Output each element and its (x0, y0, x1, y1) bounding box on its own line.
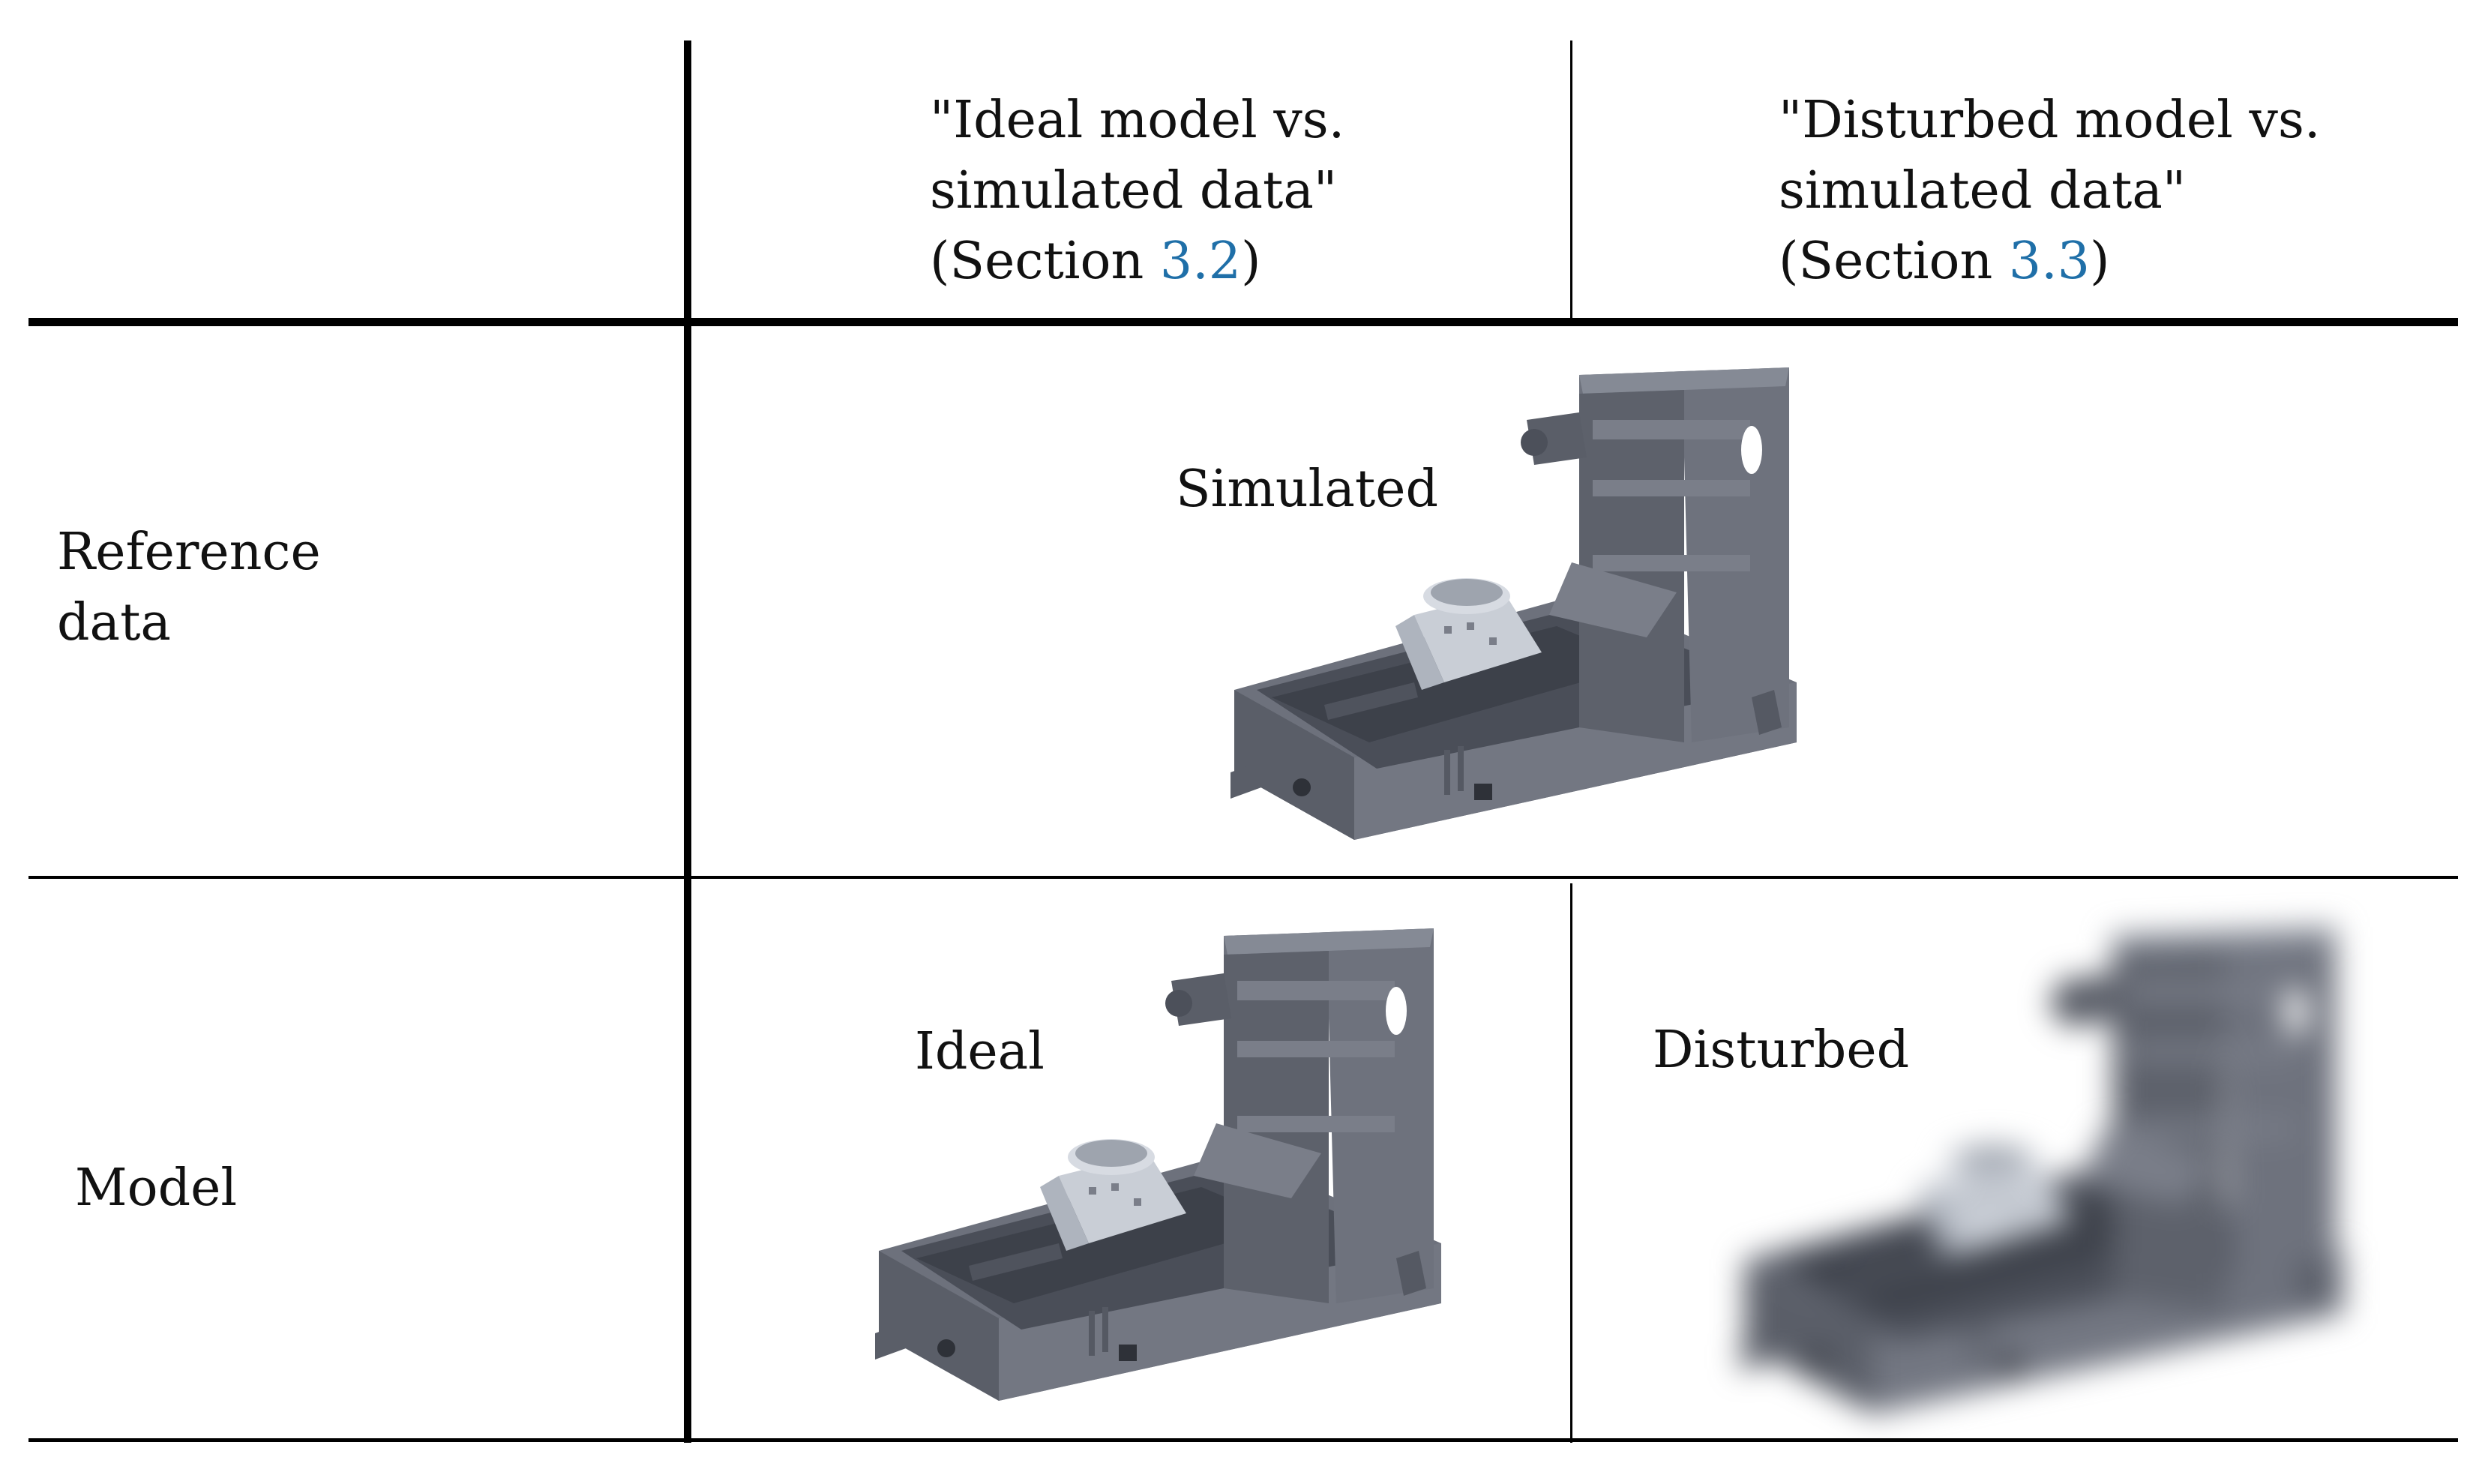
machine-bed-disturbed-image (1740, 927, 2345, 1414)
section-3-2-link[interactable]: 3.2 (1159, 232, 1242, 291)
header-rule (28, 318, 2458, 326)
header-ideal-line1: "Ideal model vs. (930, 91, 1345, 150)
image-label-disturbed: Disturbed (1653, 1021, 1910, 1080)
header-ideal-line2: simulated data" (930, 161, 1338, 220)
vertical-rule-thin-top (1570, 40, 1572, 319)
section-3-3-link[interactable]: 3.3 (2008, 232, 2091, 291)
vertical-rule-thin-bottom (1570, 883, 1572, 1443)
row-label-model: Model (75, 1159, 238, 1218)
image-label-simulated: Simulated (1176, 460, 1438, 519)
row-label-reference-line1: Reference (57, 523, 321, 582)
machine-bed-simulated-image (1231, 367, 1797, 840)
header-disturbed-line1: "Disturbed model vs. (1779, 91, 2321, 150)
row-divider-rule (28, 876, 2458, 879)
vertical-rule-thick (684, 40, 691, 1443)
row-label-reference-line2: data (57, 593, 171, 652)
bottom-rule (28, 1438, 2458, 1442)
header-ideal-section: (Section 3.2) (930, 232, 1261, 291)
header-disturbed-line2: simulated data" (1779, 161, 2187, 220)
header-disturbed-section: (Section 3.3) (1779, 232, 2110, 291)
image-label-ideal: Ideal (915, 1022, 1045, 1081)
machine-bed-ideal-image (875, 928, 1441, 1401)
